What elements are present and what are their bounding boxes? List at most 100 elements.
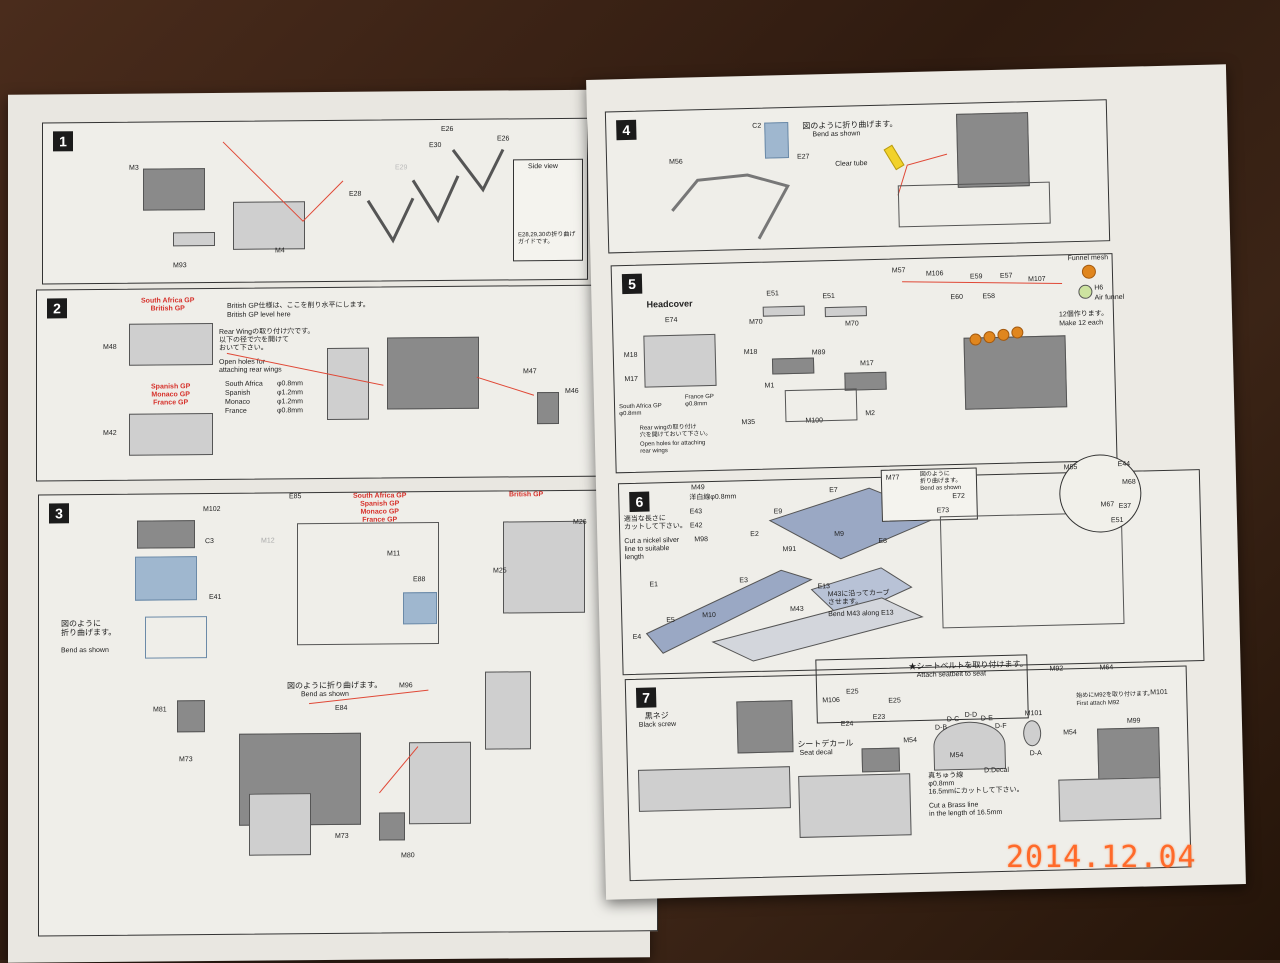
part-label: E2: [750, 530, 759, 539]
engine-part: [956, 112, 1030, 188]
seat-decal-en: Seat decal: [799, 749, 833, 757]
cover-part: [485, 671, 531, 750]
part-label: M2: [865, 409, 876, 418]
seatbelt-note-jp: ★シートベルトを取り付けます。: [908, 659, 1028, 672]
hole-size-gp: South Africa: [225, 380, 263, 388]
part-label: M46: [565, 387, 579, 395]
engine-block: [736, 700, 794, 754]
part-label: M11: [387, 550, 401, 558]
rear-wing-note-jp: Rear Wingの取り付け穴です。 以下の径で穴を開けて おいて下さい。: [219, 328, 315, 353]
part-label: E4: [632, 633, 642, 641]
step-1-panel: 1 M3 M4 M93 E26 E30 E26 E28 E29 Side vie…: [42, 117, 588, 285]
part-label: M35: [741, 418, 756, 427]
part-label: M77: [885, 474, 900, 482]
rear-wing-note-jp: Rear wingの取り付け 穴を開けておいて下さい。: [639, 424, 712, 439]
brass-note-en: Cut a Brass line in the length of 16.5mm: [928, 801, 1003, 818]
bend-note-en: Bend as shown: [61, 646, 109, 655]
hole-size-value: φ0.8mm: [277, 380, 303, 388]
rear-wing-plate: [129, 323, 213, 366]
part-label: E37: [1118, 502, 1132, 511]
part-label: M67: [1100, 501, 1115, 509]
gearbox-part: [327, 347, 369, 421]
part-label: C3: [205, 538, 214, 546]
part-label: M17: [624, 375, 639, 384]
part-label: D-B: [934, 724, 948, 732]
chassis-tub: [798, 773, 912, 838]
mirror-part: [1022, 720, 1042, 747]
part-label: M48: [103, 343, 117, 351]
part-label: E1: [649, 581, 659, 589]
part-label: M26: [573, 518, 587, 526]
chassis-frame-part: [897, 181, 1051, 228]
photo-etch-box: [145, 616, 207, 659]
gp-label: South Africa GP British GP: [141, 297, 195, 313]
step-number: 5: [621, 273, 643, 295]
part-label: M1: [764, 382, 775, 390]
part-label: M55: [1063, 464, 1078, 472]
gp-label: South Africa GP Spanish GP Monaco GP Fra…: [353, 492, 407, 524]
part-label: M25: [493, 567, 507, 575]
part-label: M9: [834, 530, 845, 539]
gearbox-part: [387, 336, 479, 410]
part-label: M101: [1150, 688, 1168, 697]
funnel-mesh: [1081, 264, 1097, 279]
air-funnel: [1078, 284, 1093, 299]
part-label: M57: [891, 267, 906, 275]
part-label: M81: [153, 706, 167, 714]
part-label: M92: [1049, 665, 1064, 673]
seat-decal-jp: シートデカール: [797, 738, 854, 749]
seat-part: [861, 747, 901, 773]
step-3-panel: 3 M102 C3 M12 E41 図のように 折り曲げます。 Bend as …: [38, 489, 658, 937]
photo-etch-frames: [222, 141, 505, 244]
part-label: E3: [739, 577, 749, 585]
hole-size-value: φ0.8mm: [277, 407, 303, 415]
part-label: E51: [766, 290, 779, 298]
screw-note-jp: 黒ネジ: [644, 711, 669, 721]
part-label: M17: [860, 359, 874, 368]
part-label: M18: [623, 351, 638, 360]
part-label: M54: [903, 737, 918, 745]
british-note-jp: British GP仕様は、ここを削り水平にします。: [227, 301, 370, 310]
chassis-tub: [637, 766, 791, 812]
engine-block-part: [137, 520, 195, 549]
rear-wing-plate: [129, 413, 213, 456]
clear-part: [135, 556, 197, 601]
part-label: D-C: [946, 716, 960, 724]
instruction-sheet-right: 4 C2 図のように折り曲げます。 Bend as shown M56 E27 …: [586, 64, 1246, 900]
intake-part: [762, 305, 805, 317]
part-label: M99: [1126, 717, 1141, 725]
cam-cover-part: [771, 357, 815, 375]
part-label: D-E: [980, 715, 993, 723]
part-label: M91: [782, 545, 797, 554]
part-label: E5: [666, 616, 675, 625]
side-view-title: Side view: [528, 163, 558, 171]
step-5-panel: 5 Headcover E74 M18 M17 South Africa GP …: [610, 253, 1124, 474]
screw-note-en: Black screw: [638, 720, 677, 729]
part-label: E9: [773, 508, 783, 516]
bend-note-jp: 図のように 折り曲げます。: [919, 471, 962, 485]
rear-wing-note-en: Open holes for attaching rear wings: [639, 440, 706, 455]
hole-size-gp: France: [225, 407, 247, 415]
part-label: E7: [829, 486, 838, 495]
gp-label: Spanish GP Monaco GP France GP: [151, 383, 191, 407]
engine-base-part: [784, 388, 858, 423]
part-label: E85: [289, 493, 302, 501]
part-label: M64: [1099, 664, 1114, 672]
british-note-en: British GP level here: [227, 311, 291, 319]
part-label: E44: [1117, 460, 1131, 469]
part-label: M106: [925, 270, 944, 278]
air-funnel-label: Air funnel: [1094, 293, 1125, 302]
part-label: E74: [664, 316, 678, 325]
part-label: E73: [936, 507, 950, 515]
detail-box: M77 図のように 折り曲げます。 Bend as shown E72 E73: [880, 467, 978, 522]
part-label: E51: [822, 292, 835, 301]
photo-datestamp: 2014.12.04: [1006, 840, 1197, 875]
part-label: M10: [702, 611, 716, 620]
roll-bar-wire: [671, 153, 948, 240]
engine-block: [963, 335, 1068, 410]
curve-note-en: Bend M43 along E13: [828, 609, 894, 619]
part-label: M18: [743, 348, 758, 357]
make12-en: Make 12 each: [1059, 319, 1104, 328]
part-label: M68: [1121, 478, 1136, 486]
part-label: D-D: [964, 711, 978, 719]
